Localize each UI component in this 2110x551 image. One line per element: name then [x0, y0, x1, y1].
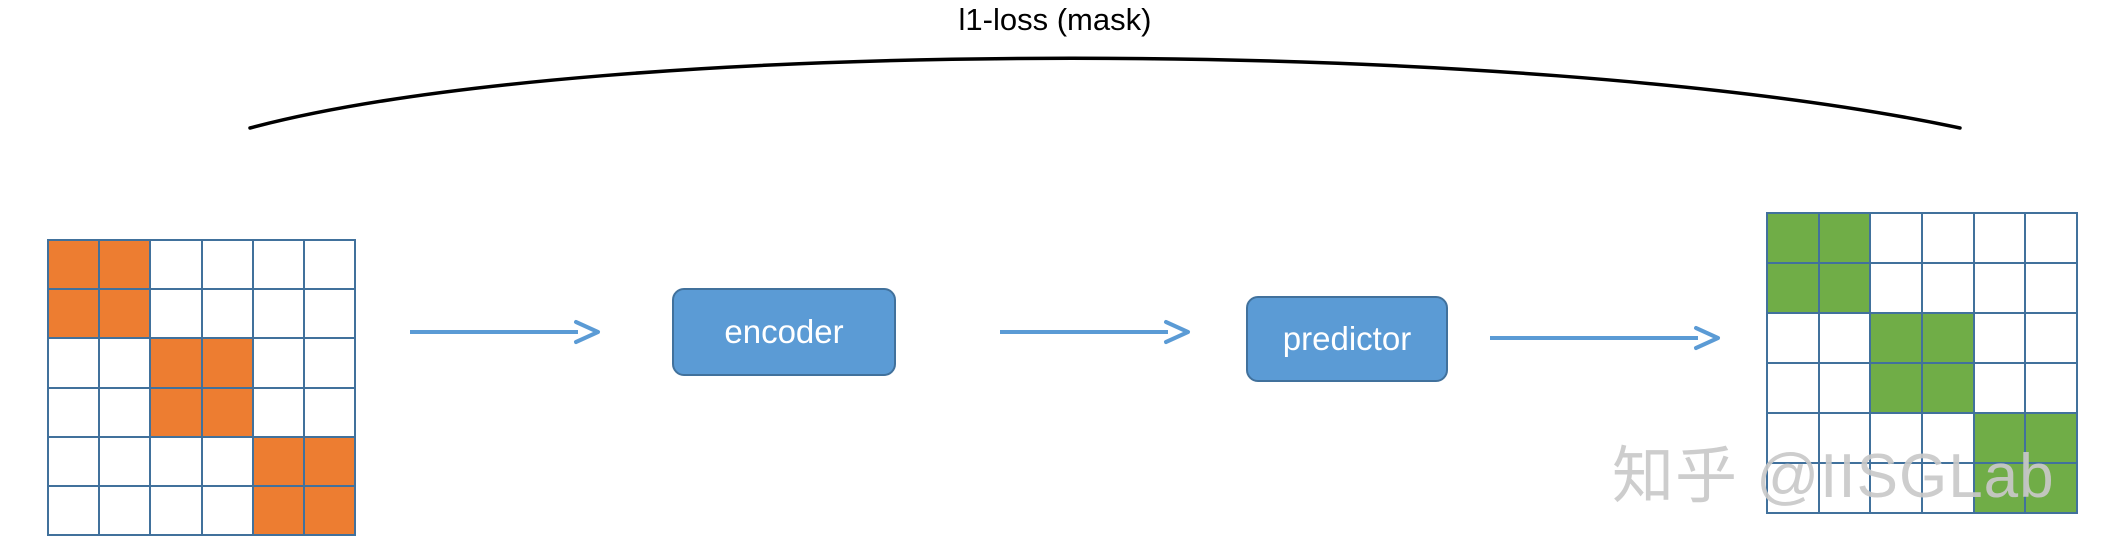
- grid-cell-r6-c1: [49, 486, 101, 536]
- grid-cell-r3-c6: [304, 339, 356, 389]
- grid-cell-r1-c3: [1871, 214, 1923, 264]
- grid-cell-r5-c3: [151, 437, 203, 487]
- grid-cell-r3-c4: [1923, 314, 1975, 364]
- grid-cell-r4-c5: [1974, 364, 2027, 414]
- grid-cell-r5-c5: [1974, 414, 2027, 464]
- grid-cell-r1-c5: [253, 241, 305, 291]
- grid-cell-r6-c5: [253, 486, 305, 536]
- grid-cell-r3-c3: [1871, 314, 1923, 364]
- grid-cell-r6-c6: [304, 486, 356, 536]
- grid-cell-r4-c3: [1871, 364, 1923, 414]
- grid-cell-r4-c4: [1923, 364, 1975, 414]
- grid-cell-r5-c4: [1923, 414, 1975, 464]
- grid-cell-r4-c3: [151, 388, 203, 438]
- grid-cell-r1-c3: [151, 241, 203, 291]
- grid-cell-r2-c2: [1819, 264, 1872, 314]
- grid-cell-r1-c6: [2026, 214, 2078, 264]
- grid-cell-r1-c1: [49, 241, 101, 291]
- grid-cell-r2-c1: [1768, 264, 1820, 314]
- grid-cell-r5-c4: [202, 437, 254, 487]
- grid-cell-r6-c3: [1871, 464, 1923, 514]
- grid-cell-r6-c4: [1923, 464, 1975, 514]
- grid-cell-r3-c1: [49, 339, 101, 389]
- grid-cell-r2-c3: [151, 290, 203, 340]
- grid-cell-r2-c6: [304, 290, 356, 340]
- output-grid: [1766, 212, 2078, 514]
- grid-cell-r6-c2: [100, 486, 152, 536]
- encoder-box[interactable]: encoder: [672, 288, 896, 376]
- grid-cell-r1-c2: [1819, 214, 1872, 264]
- grid-cell-r1-c2: [100, 241, 152, 291]
- grid-cell-r3-c2: [100, 339, 152, 389]
- grid-cell-r5-c2: [100, 437, 152, 487]
- grid-cell-r4-c1: [49, 388, 101, 438]
- grid-cell-r4-c4: [202, 388, 254, 438]
- grid-cell-r1-c6: [304, 241, 356, 291]
- grid-cell-r4-c5: [253, 388, 305, 438]
- grid-cell-r5-c6: [2026, 414, 2078, 464]
- grid-cell-r2-c4: [1923, 264, 1975, 314]
- grid-cell-r5-c6: [304, 437, 356, 487]
- grid-cell-r2-c1: [49, 290, 101, 340]
- grid-cell-r5-c1: [1768, 414, 1820, 464]
- grid-cell-r5-c3: [1871, 414, 1923, 464]
- grid-cell-r3-c4: [202, 339, 254, 389]
- arrow-predictor-to-output: [1490, 326, 1720, 350]
- grid-cell-r3-c5: [253, 339, 305, 389]
- grid-cell-r6-c5: [1974, 464, 2027, 514]
- grid-cell-r2-c2: [100, 290, 152, 340]
- arrow-encoder-to-predictor: [1000, 320, 1190, 344]
- grid-cell-r5-c5: [253, 437, 305, 487]
- grid-cell-r1-c4: [202, 241, 254, 291]
- predictor-label: predictor: [1282, 320, 1412, 357]
- grid-cell-r1-c5: [1974, 214, 2027, 264]
- grid-cell-r6-c6: [2026, 464, 2078, 514]
- grid-cell-r4-c2: [1819, 364, 1872, 414]
- grid-cell-r3-c2: [1819, 314, 1872, 364]
- page-title: l1-loss (mask): [958, 2, 1152, 37]
- predictor-box[interactable]: predictor: [1246, 296, 1448, 382]
- grid-cell-r2-c4: [202, 290, 254, 340]
- grid-cell-r5-c2: [1819, 414, 1872, 464]
- grid-cell-r4-c6: [2026, 364, 2078, 414]
- grid-cell-r3-c5: [1974, 314, 2027, 364]
- grid-cell-r6-c1: [1768, 464, 1820, 514]
- grid-cell-r3-c3: [151, 339, 203, 389]
- grid-cell-r4-c2: [100, 388, 152, 438]
- grid-cell-r6-c3: [151, 486, 203, 536]
- grid-cell-r3-c1: [1768, 314, 1820, 364]
- grid-cell-r2-c6: [2026, 264, 2078, 314]
- encoder-label: encoder: [724, 313, 844, 350]
- grid-cell-r4-c1: [1768, 364, 1820, 414]
- grid-cell-r5-c1: [49, 437, 101, 487]
- grid-cell-r1-c1: [1768, 214, 1820, 264]
- grid-cell-r3-c6: [2026, 314, 2078, 364]
- grid-cell-r2-c5: [1974, 264, 2027, 314]
- grid-cell-r6-c2: [1819, 464, 1872, 514]
- input-grid: [47, 239, 356, 536]
- arrow-input-to-encoder: [410, 320, 600, 344]
- grid-cell-r1-c4: [1923, 214, 1975, 264]
- grid-cell-r4-c6: [304, 388, 356, 438]
- grid-cell-r2-c3: [1871, 264, 1923, 314]
- grid-cell-r6-c4: [202, 486, 254, 536]
- grid-cell-r2-c5: [253, 290, 305, 340]
